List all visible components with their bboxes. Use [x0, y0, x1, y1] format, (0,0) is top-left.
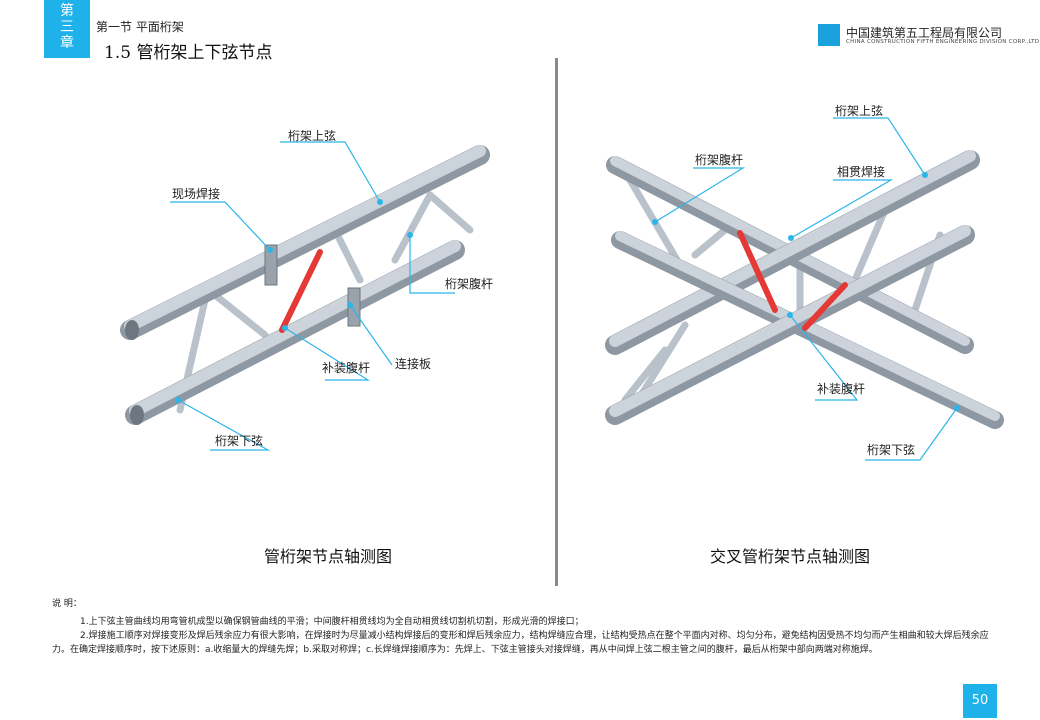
- left-weld-plate: [264, 244, 278, 286]
- left-label-web-member: 桁架腹杆: [445, 277, 493, 291]
- section-label: 第一节 平面桁架: [96, 20, 184, 34]
- left-figure-caption: 管桁架节点轴测图: [263, 547, 392, 566]
- right-repair-members: [737, 230, 848, 331]
- center-divider: [555, 58, 558, 586]
- notes-label: 说 明：: [52, 599, 82, 609]
- right-figure-caption: 交叉管桁架节点轴测图: [709, 547, 870, 566]
- company-logo: 中国建筑第五工程局有限公司 CHINA CONSTRUCTION FIFTH E…: [818, 24, 1039, 48]
- page-subtitle: 1.5 管桁架上下弦节点: [104, 43, 273, 63]
- right-label-repair-web: 补装腹杆: [817, 382, 865, 396]
- left-label-bottom-chord: 桁架下弦: [215, 433, 263, 448]
- company-name-en: CHINA CONSTRUCTION FIFTH ENGINEERING DIV…: [846, 39, 1040, 45]
- right-label-bottom-chord: 桁架下弦: [867, 442, 915, 457]
- chapter-label: 第 三 章: [60, 3, 74, 51]
- right-label-top-chord: 桁架上弦: [835, 103, 883, 118]
- note-item-2: 2.焊接施工顺序对焊接变形及焊后残余应力有很大影响，在焊接时为尽量减小结构焊接后…: [52, 631, 989, 655]
- left-truss-figure: 桁架上弦 现场焊接 桁架腹杆 补装腹杆 连接板 桁架下弦: [120, 128, 493, 451]
- company-name-cn: 中国建筑第五工程局有限公司: [846, 26, 1003, 40]
- chapter-tab: 第 三 章: [44, 0, 90, 58]
- right-label-intersect-weld: 相贯焊接: [837, 164, 885, 179]
- right-label-web-member: 桁架腹杆: [695, 153, 743, 167]
- left-repair-member: [279, 249, 323, 333]
- left-label-field-weld: 现场焊接: [172, 186, 220, 201]
- right-truss-figure: 桁架上弦 桁架腹杆 相贯焊接 补装腹杆 桁架下弦: [605, 103, 1004, 461]
- notes-section: 说 明： 1.上下弦主管曲线均用弯管机成型以确保钢管曲线的平滑；中间腹杆相贯线均…: [52, 597, 1002, 657]
- left-label-connect-plate: 连接板: [395, 356, 431, 371]
- left-label-repair-web: 补装腹杆: [322, 361, 370, 375]
- left-label-top-chord: 桁架上弦: [288, 128, 336, 143]
- note-item-1: 1.上下弦主管曲线均用弯管机成型以确保钢管曲线的平滑；中间腹杆相贯线均为全自动相…: [80, 617, 584, 627]
- page-number: 50: [963, 684, 997, 718]
- logo-mark-icon: [818, 24, 840, 46]
